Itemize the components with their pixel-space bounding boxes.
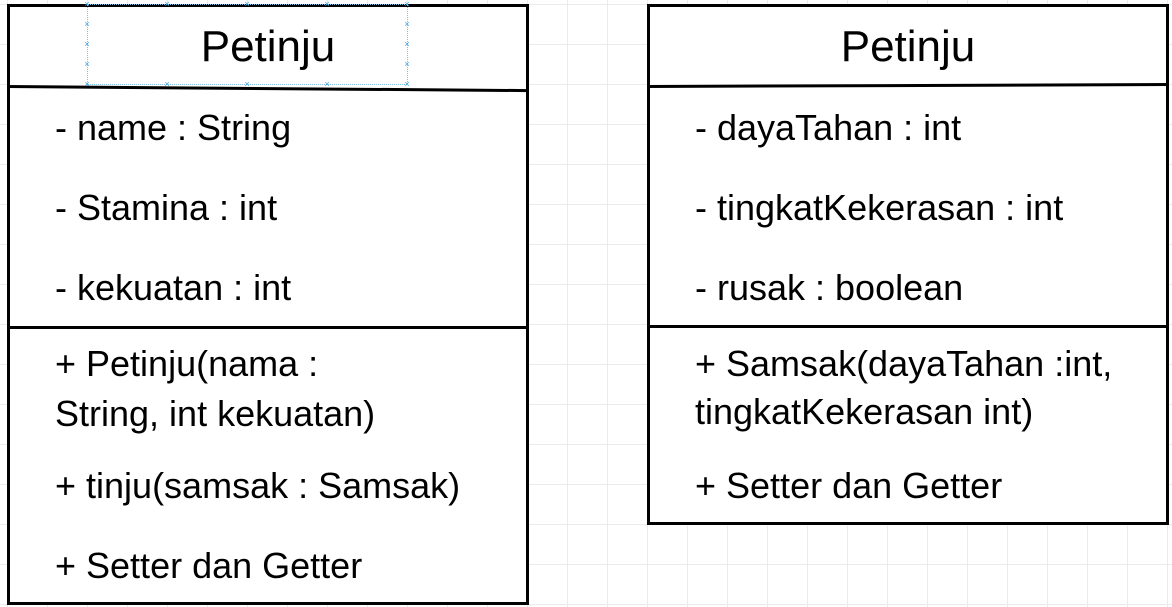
resize-handle-icon[interactable]: ×: [84, 59, 90, 69]
resize-handle-icon[interactable]: ×: [164, 79, 170, 89]
resize-handle-icon[interactable]: ×: [404, 59, 410, 69]
method-setter-getter[interactable]: + Setter dan Getter: [55, 545, 363, 586]
class-box-petinju-right[interactable]: Petinju - dayaTahan : int - tingkatKeker…: [646, 4, 1170, 525]
resize-handle-icon[interactable]: ×: [164, 0, 170, 9]
resize-handle-icon[interactable]: ×: [84, 19, 90, 29]
resize-handle-icon[interactable]: ×: [244, 79, 250, 89]
attribute-stamina[interactable]: - Stamina : int: [55, 187, 278, 228]
method-constructor-line1[interactable]: + Samsak(dayaTahan :int,: [695, 343, 1113, 384]
attribute-tingkatkekerasan[interactable]: - tingkatKekerasan : int: [695, 187, 1064, 228]
attributes-methods-divider: [647, 325, 1169, 328]
attributes-methods-divider: [7, 326, 529, 329]
resize-handle-icon[interactable]: ×: [244, 0, 250, 9]
method-constructor-line2[interactable]: String, int kekuatan): [55, 393, 376, 434]
class-name-divider: [646, 82, 1170, 88]
selection-guide-top: [87, 4, 407, 5]
class-box-petinju-left[interactable]: Petinju - name : String - Stamina : int …: [6, 4, 529, 605]
class-name[interactable]: Petinju: [200, 22, 336, 71]
attribute-rusak[interactable]: - rusak : boolean: [695, 267, 964, 308]
method-constructor-line1[interactable]: + Petinju(nama :: [55, 343, 319, 384]
resize-handle-icon[interactable]: ×: [84, 79, 90, 89]
class-name[interactable]: Petinju: [840, 22, 976, 71]
attribute-kekuatan[interactable]: - kekuatan : int: [55, 267, 292, 308]
selection-guide-left: [87, 4, 88, 84]
resize-handle-icon[interactable]: ×: [404, 79, 410, 89]
resize-handle-icon[interactable]: ×: [404, 0, 410, 9]
attribute-dayatahan[interactable]: - dayaTahan : int: [695, 107, 962, 148]
attribute-name[interactable]: - name : String: [55, 107, 292, 148]
resize-handle-icon[interactable]: ×: [324, 0, 330, 9]
resize-handle-icon[interactable]: ×: [404, 19, 410, 29]
selection-guide-bottom: [87, 84, 407, 85]
resize-handle-icon[interactable]: ×: [84, 0, 90, 9]
method-constructor-line2[interactable]: tingkatKekerasan int): [695, 391, 1034, 432]
resize-handle-icon[interactable]: ×: [404, 39, 410, 49]
method-tinju[interactable]: + tinju(samsak : Samsak): [55, 465, 461, 506]
resize-handle-icon[interactable]: ×: [84, 39, 90, 49]
resize-handle-icon[interactable]: ×: [324, 79, 330, 89]
method-setter-getter[interactable]: + Setter dan Getter: [695, 465, 1003, 506]
selection-guide-right: [407, 4, 408, 84]
